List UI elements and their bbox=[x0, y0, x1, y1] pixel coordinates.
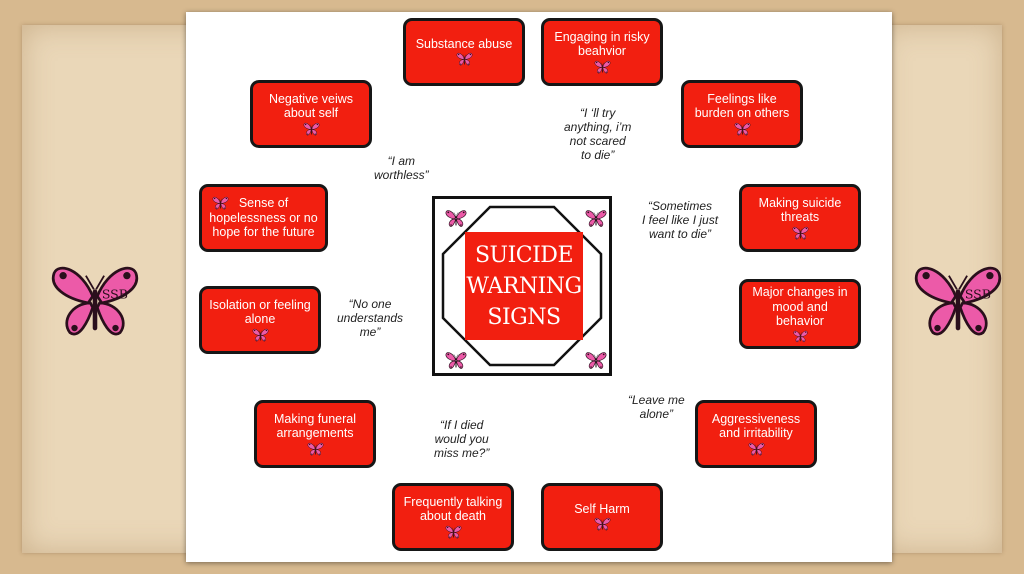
butterfly-icon bbox=[456, 52, 473, 67]
butterfly-icon bbox=[445, 525, 462, 540]
butterfly-icon bbox=[748, 442, 765, 457]
butterfly-icon bbox=[307, 442, 324, 457]
logo-text-left: SSB bbox=[102, 286, 128, 301]
card-talking-about-death: Frequently talking about death bbox=[392, 483, 514, 551]
title-line-3: SIGNS bbox=[487, 304, 561, 330]
butterfly-icon bbox=[792, 226, 809, 241]
card-aggressiveness: Aggressiveness and irritability bbox=[695, 400, 817, 468]
butterfly-icon bbox=[252, 328, 269, 343]
title-line-1: SUICIDE bbox=[474, 242, 574, 268]
card-substance-abuse: Substance abuse bbox=[403, 18, 525, 86]
card-mood-changes: Major changes in mood and behavior bbox=[739, 279, 861, 349]
butterfly-icon bbox=[212, 196, 229, 211]
card-feelings-burden: Feelings like burden on others bbox=[681, 80, 803, 148]
butterfly-icon bbox=[585, 209, 607, 229]
center-stop-sign: SUICIDE WARNING SIGNS bbox=[432, 196, 612, 376]
card-hopelessness: Sense of hopelessness or no hope for the… bbox=[199, 184, 328, 252]
butterfly-icon bbox=[792, 330, 809, 344]
butterfly-icon bbox=[594, 60, 611, 75]
butterfly-icon bbox=[445, 209, 467, 229]
title-line-2: WARNING bbox=[466, 273, 582, 299]
butterfly-logo-left: SSB bbox=[49, 262, 141, 344]
card-isolation: Isolation or feeling alone bbox=[199, 286, 321, 354]
quote-sometimes: “Sometimes I feel like I just want to di… bbox=[642, 199, 719, 241]
butterfly-logo-right: SSB bbox=[912, 262, 1004, 344]
butterfly-icon bbox=[445, 351, 467, 371]
quote-no-one-understands: “No one understands me” bbox=[337, 297, 404, 339]
octagon-outline-icon bbox=[441, 205, 603, 367]
butterfly-icon bbox=[594, 517, 611, 532]
quote-worthless: “I am worthless” bbox=[374, 154, 429, 182]
quote-try-anything: “I ‘ll try anything, i’m not scared to d… bbox=[564, 106, 632, 162]
card-risky-behavior: Engaging in risky beahvior bbox=[541, 18, 663, 86]
card-funeral-arrangements: Making funeral arrangements bbox=[254, 400, 376, 468]
logo-text-right: SSB bbox=[965, 286, 991, 301]
card-self-harm: Self Harm bbox=[541, 483, 663, 551]
butterfly-icon bbox=[585, 351, 607, 371]
center-title: SUICIDE WARNING SIGNS bbox=[465, 232, 583, 340]
butterfly-icon bbox=[734, 122, 751, 137]
card-negative-views: Negative veiws about self bbox=[250, 80, 372, 148]
quote-leave-me-alone: “Leave me alone” bbox=[628, 393, 685, 421]
butterfly-icon bbox=[303, 122, 320, 137]
card-suicide-threats: Making suicide threats bbox=[739, 184, 861, 252]
quote-if-i-died: “If I died would you miss me?” bbox=[434, 418, 490, 460]
